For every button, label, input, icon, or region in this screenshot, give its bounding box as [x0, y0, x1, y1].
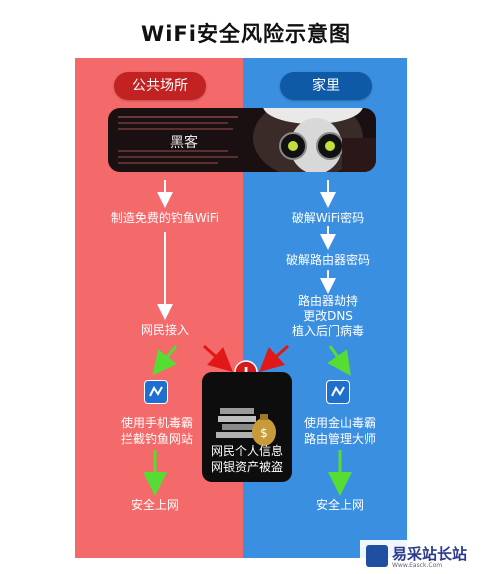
hacker-label: 黑客: [170, 135, 198, 151]
right-router-3: 植入后门病毒: [291, 324, 364, 338]
left-safe: 安全上网: [130, 498, 179, 512]
stolen-info-line-2: 网银资产被盗: [210, 460, 283, 474]
right-router-2: 更改DNS: [303, 309, 353, 323]
home-label: 家里: [280, 72, 372, 100]
phone-antivirus-icon: [144, 380, 168, 404]
left-step-2: 网民接入: [140, 323, 189, 337]
left-protect-2: 拦截钓鱼网站: [120, 432, 193, 446]
right-protect-2: 路由管理大师: [303, 432, 376, 446]
hacker-banner: 黑客: [108, 108, 376, 172]
svg-text:$: $: [260, 426, 268, 440]
left-protect-1: 使用手机毒霸: [120, 416, 193, 430]
left-step-1: 制造免费的钓鱼WiFi: [110, 211, 220, 225]
money-bag-icon: $: [216, 408, 276, 446]
right-step-2: 破解路由器密码: [285, 253, 370, 267]
arrow-red-right: [259, 344, 290, 373]
arrow-red-left: [202, 344, 233, 373]
watermark-logo-icon: [366, 545, 388, 567]
arrow-green-left: [152, 345, 178, 376]
right-step-1: 破解WiFi密码: [291, 211, 365, 225]
arrow-green-right: [327, 345, 351, 376]
watermark-name: 易采站长站: [392, 545, 468, 563]
right-protect-1: 使用金山毒霸: [303, 416, 376, 430]
right-router-1: 路由器劫持: [297, 294, 358, 308]
right-safe: 安全上网: [315, 498, 364, 512]
hacker-figure: [118, 108, 376, 172]
stolen-info-box: $: [202, 372, 292, 482]
stolen-info-line-1: 网民个人信息: [210, 444, 283, 458]
public-label: 公共场所: [114, 72, 206, 100]
watermark-url: Www.Easck.Com: [392, 562, 443, 569]
kingsoft-antivirus-icon: [326, 380, 350, 404]
page-title: WiFi安全风险示意图: [141, 22, 351, 46]
